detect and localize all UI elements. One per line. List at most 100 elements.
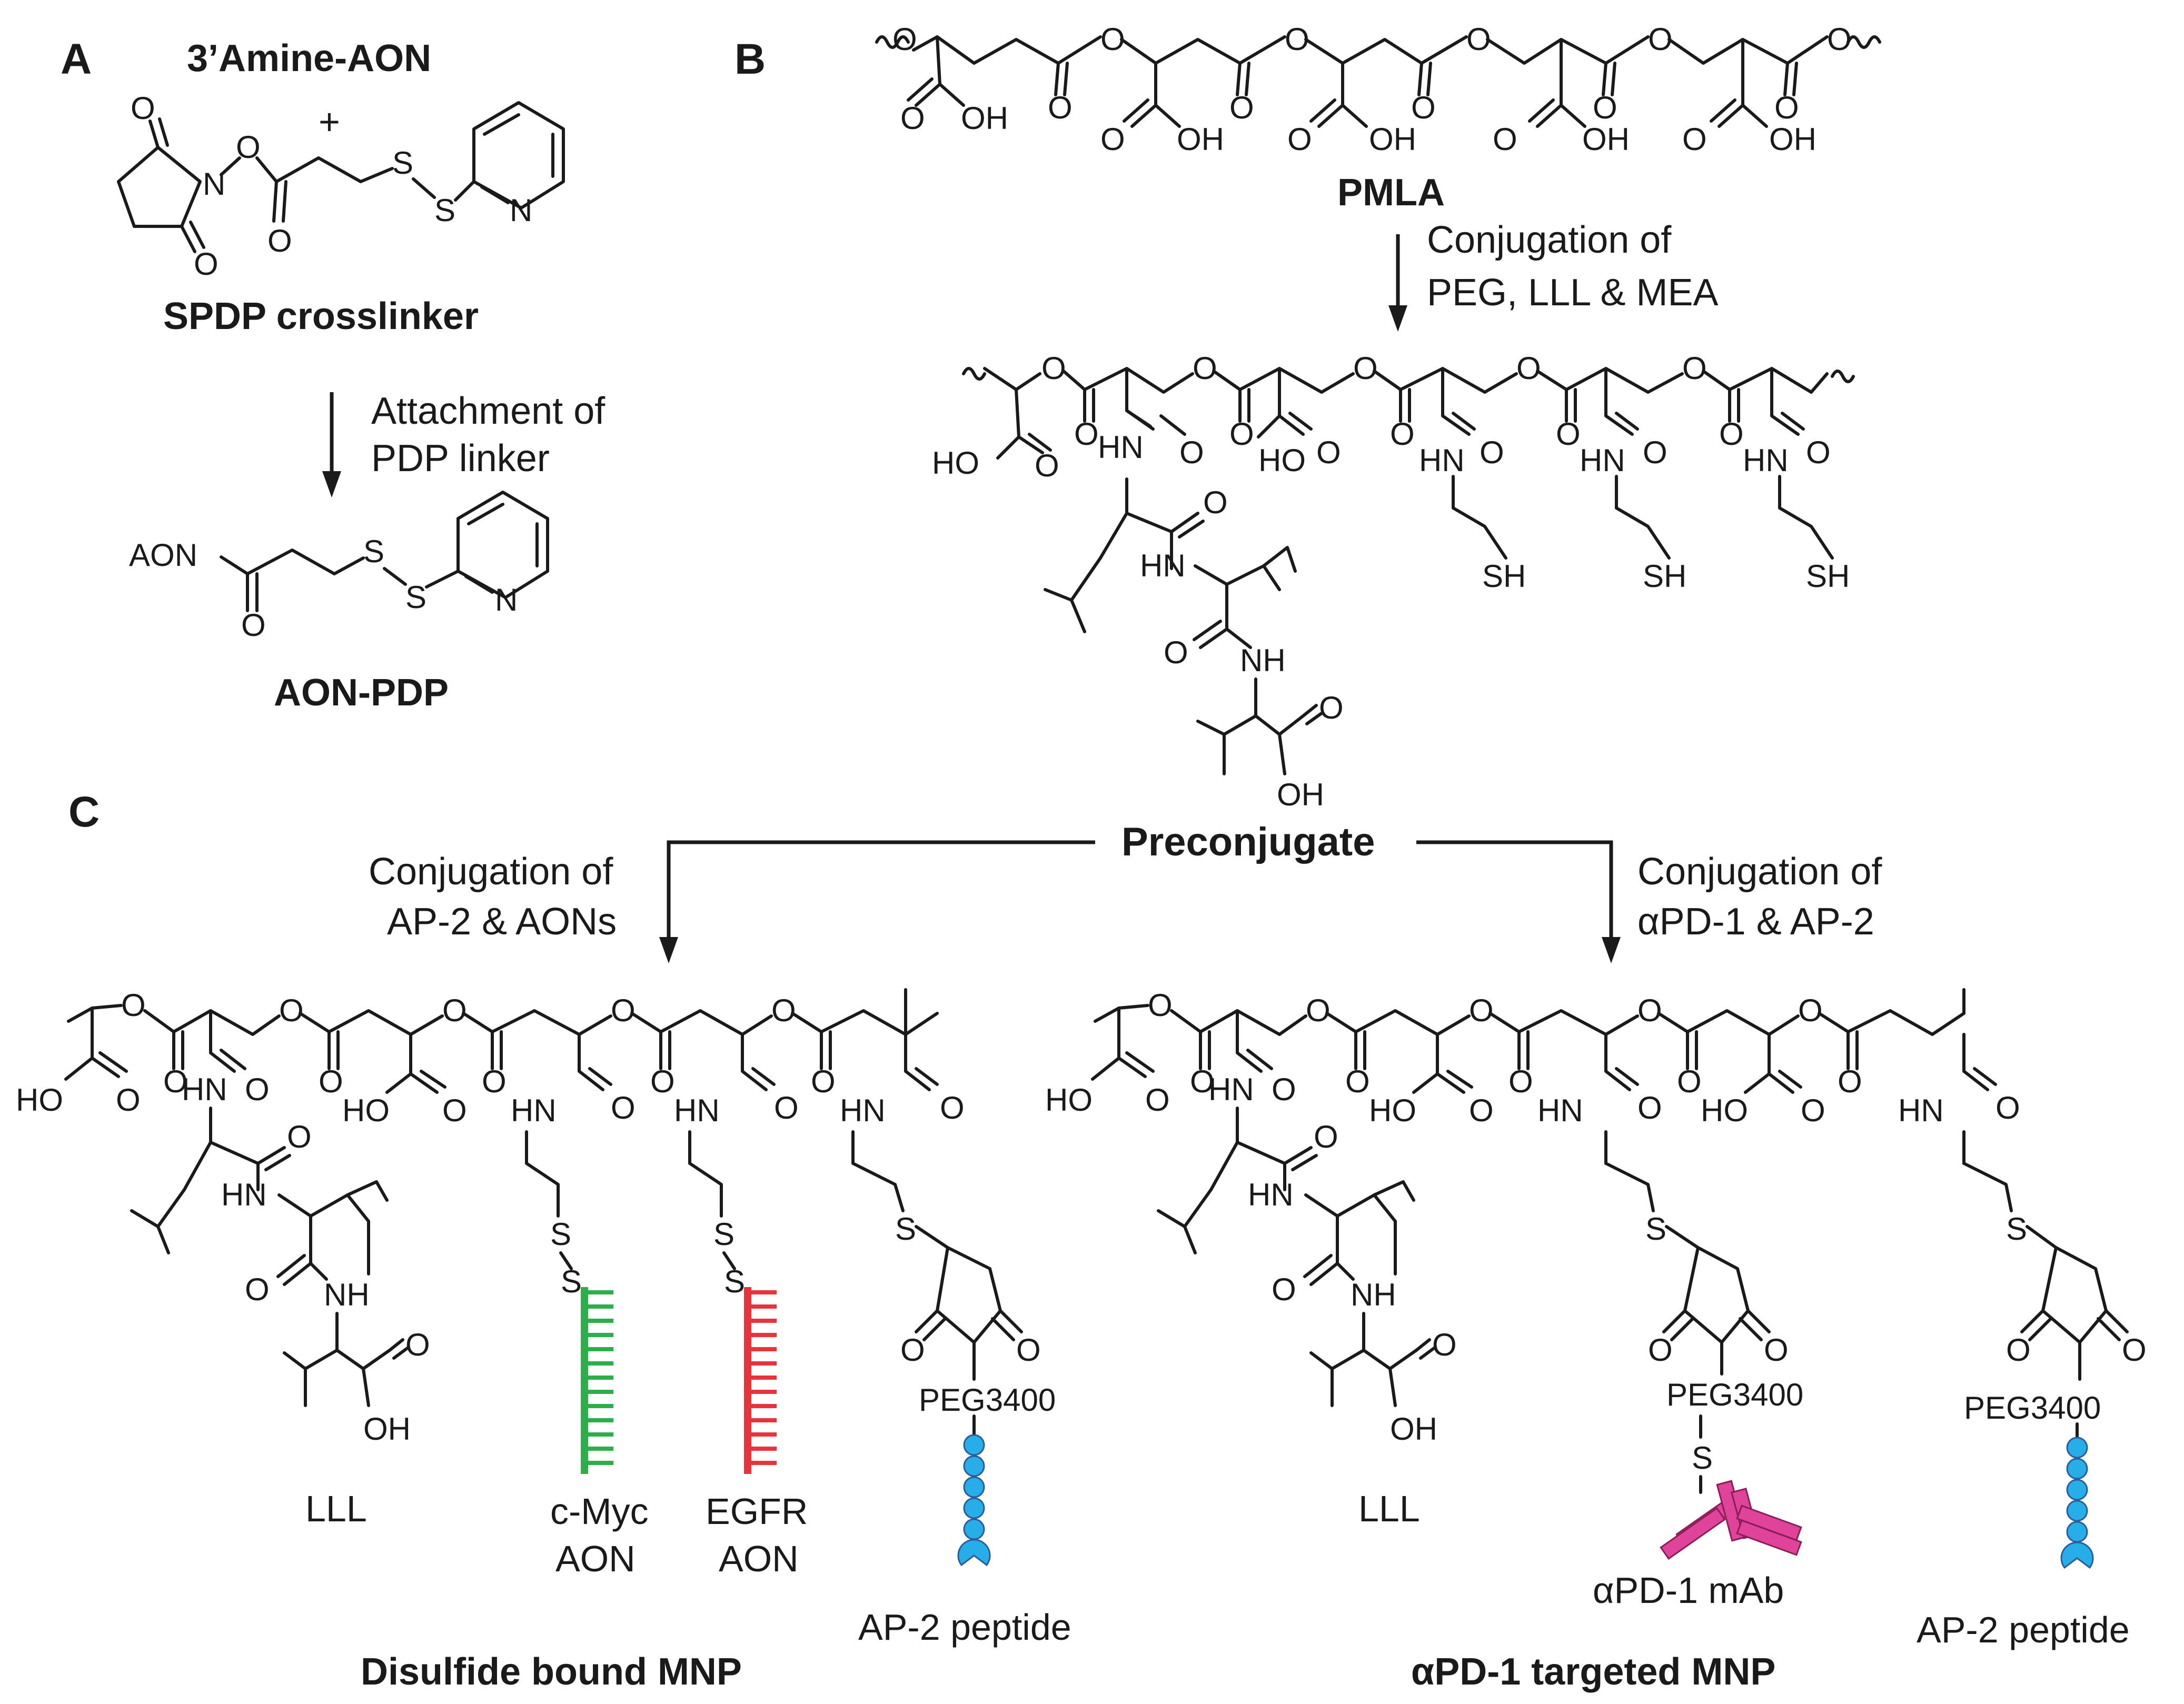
attachment-step-line1: Attachment of — [371, 390, 605, 432]
egfr-aon-strand — [744, 1287, 777, 1474]
pmla-structure: O O O O O O O O O O O — [875, 22, 1881, 157]
atom-ho: HO — [932, 445, 979, 481]
atom-o: O — [287, 1119, 312, 1154]
atom-o: O — [1432, 1327, 1457, 1362]
atom-o: O — [611, 1090, 636, 1125]
pmla-label: PMLA — [1337, 172, 1445, 214]
atom-s: S — [713, 1217, 734, 1252]
left-step-line2: AP-2 & AONs — [387, 901, 617, 943]
atom-o: O — [1996, 1090, 2020, 1125]
antibody-arm — [1660, 1507, 1726, 1560]
atom-hn: HN — [1743, 443, 1789, 478]
atom-o: O — [1648, 1332, 1673, 1368]
atom-n: N — [495, 582, 518, 617]
atom-o: O — [482, 1064, 507, 1099]
aon-group-label: AON — [129, 537, 197, 573]
egfr-label-line2: AON — [719, 1538, 799, 1579]
atom-hn: HN — [221, 1177, 267, 1212]
atom-o: O — [1469, 1093, 1494, 1128]
atom-o: O — [1827, 22, 1852, 57]
atom-o: O — [900, 101, 925, 136]
atom-hn: HN — [511, 1093, 557, 1128]
aon-pdp-label: AON-PDP — [274, 672, 449, 714]
left-branch-arrow — [667, 840, 1095, 942]
atom-oh: OH — [1369, 122, 1416, 157]
atom-o: O — [1516, 351, 1541, 386]
conjugation-step-b-line2: PEG, LLL & MEA — [1427, 272, 1719, 314]
atom-hn: HN — [1208, 1072, 1254, 1107]
atom-n: N — [203, 166, 225, 202]
atom-s: S — [2006, 1211, 2027, 1247]
atom-oh: OH — [363, 1411, 411, 1447]
atom-o: O — [771, 993, 796, 1028]
atom-o: O — [1508, 1064, 1533, 1099]
atom-o: O — [1593, 90, 1617, 125]
atom-hn: HN — [1537, 1093, 1583, 1128]
atom-o: O — [1272, 1072, 1296, 1107]
atom-n: N — [510, 193, 532, 228]
atom-o: O — [1798, 993, 1823, 1028]
atom-sh: SH — [1482, 559, 1526, 594]
atom-o: O — [163, 1064, 188, 1099]
atom-ho: HO — [1701, 1093, 1748, 1128]
apd1-mnp-title: αPD-1 targeted MNP — [1411, 1651, 1775, 1693]
atom-o: O — [1719, 416, 1744, 452]
atom-hn: HN — [1248, 1177, 1294, 1212]
atom-ho: HO — [16, 1082, 63, 1118]
atom-o: O — [940, 1090, 965, 1125]
right-step-line1: Conjugation of — [1637, 851, 1882, 893]
atom-o: O — [811, 1064, 836, 1099]
atom-o: O — [1838, 1064, 1862, 1099]
disulfide-mnp-title: Disulfide bound MNP — [361, 1651, 742, 1693]
atom-o: O — [1637, 1090, 1662, 1125]
atom-o: O — [442, 993, 467, 1028]
peptide-bead — [963, 1434, 985, 1456]
peptide-bead — [963, 1518, 985, 1540]
atom-ho: HO — [1369, 1093, 1416, 1128]
atom-o: O — [1469, 993, 1494, 1028]
atom-sh: SH — [1643, 559, 1686, 594]
atom-o: O — [1145, 1082, 1170, 1118]
aon-pdp-structure: AON O S S N — [129, 491, 549, 643]
atom-o: O — [2122, 1332, 2147, 1368]
atom-s: S — [724, 1264, 745, 1299]
atom-s: S — [550, 1217, 571, 1252]
antibody-icon — [1660, 1480, 1802, 1560]
left-ap2-peptide-label: AP-2 peptide — [858, 1607, 1071, 1648]
atom-nh: NH — [1240, 643, 1286, 678]
antibody-arm — [1736, 1519, 1802, 1556]
atom-o: O — [1353, 351, 1378, 386]
right-ap2-peptide — [2060, 1437, 2094, 1569]
atom-o: O — [611, 993, 636, 1028]
atom-o: O — [116, 1082, 141, 1118]
atom-s: S — [895, 1211, 916, 1247]
atom-sh: SH — [1806, 559, 1850, 594]
atom-oh: OH — [1277, 777, 1324, 812]
atom-nh: NH — [324, 1277, 370, 1312]
atom-o: O — [1806, 435, 1831, 470]
spdp-structure: O O N O O S S N — [117, 91, 565, 282]
atom-s: S — [561, 1264, 582, 1299]
atom-o: O — [1229, 90, 1254, 125]
atom-o: O — [1643, 435, 1667, 470]
atom-hn: HN — [1419, 443, 1465, 478]
panel-b-letter: B — [734, 35, 766, 83]
spdp-crosslinker-label: SPDP crosslinker — [163, 295, 479, 337]
atom-hn: HN — [674, 1093, 720, 1128]
panel-a-letter: A — [61, 35, 92, 83]
atom-nh: NH — [1351, 1277, 1396, 1312]
atom-o: O — [1048, 90, 1073, 125]
atom-o: O — [194, 246, 219, 282]
atom-o: O — [1345, 1064, 1370, 1099]
atom-o: O — [131, 91, 155, 126]
peptide-bead — [2066, 1500, 2088, 1522]
atom-o: O — [1411, 90, 1436, 125]
atom-oh: OH — [961, 101, 1008, 136]
peptide-terminal-bead — [957, 1539, 991, 1567]
atom-s: S — [392, 145, 413, 181]
left-lll-label: LLL — [305, 1488, 367, 1529]
atom-o: O — [1682, 122, 1707, 157]
right-peg3400-ab-label: PEG3400 — [1666, 1377, 1803, 1412]
atom-hn: HN — [1580, 443, 1625, 478]
conjugation-step-b-line1: Conjugation of — [1427, 219, 1672, 261]
